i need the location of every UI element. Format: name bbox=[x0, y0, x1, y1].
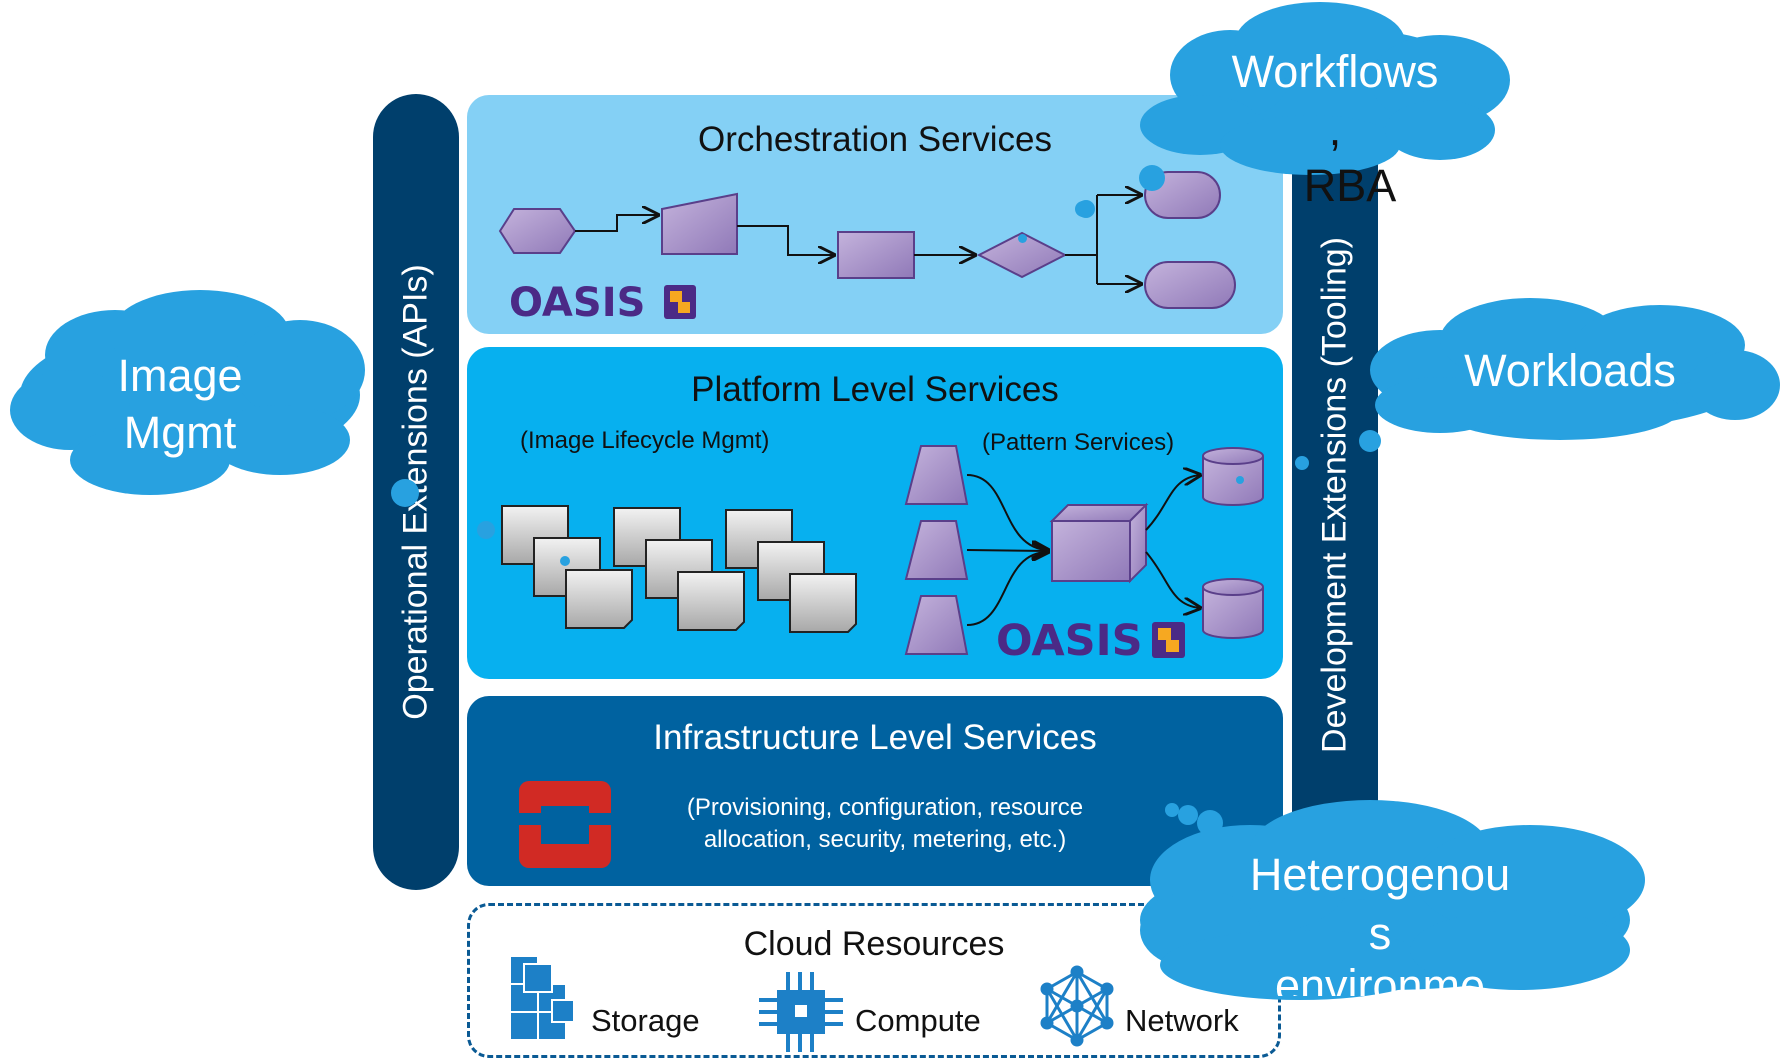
connector-dot bbox=[560, 556, 570, 566]
image-mgmt-line2: Mgmt bbox=[123, 407, 237, 458]
heterogeneous-cloud bbox=[1140, 800, 1645, 1000]
heterogeneous-line2: s bbox=[1368, 908, 1392, 959]
network-icon bbox=[1040, 965, 1114, 1047]
workflows-line1: Workflows bbox=[1231, 46, 1439, 97]
connector-dot bbox=[1018, 234, 1027, 243]
network-label: Network bbox=[1125, 1003, 1239, 1038]
storage-icon bbox=[509, 955, 575, 1041]
heterogeneous-line1: Heterogenou bbox=[1249, 849, 1511, 900]
workflows-line2: , bbox=[1328, 104, 1342, 155]
workloads-line1: Workloads bbox=[1464, 345, 1676, 396]
workflows-line3: RBA bbox=[1303, 160, 1397, 211]
infrastructure-desc-line2: allocation, security, metering, etc.) bbox=[703, 826, 1067, 853]
connector-dot bbox=[1236, 476, 1244, 484]
end-pill-bottom bbox=[1144, 261, 1236, 309]
workloads-cloud bbox=[1370, 298, 1780, 440]
infrastructure-desc-line1: (Provisioning, configuration, resource bbox=[686, 794, 1084, 821]
image-mgmt-cloud bbox=[10, 290, 365, 495]
storage-label: Storage bbox=[591, 1003, 700, 1038]
image-mgmt-line1: Image bbox=[117, 350, 243, 401]
manual-task-shape bbox=[661, 192, 738, 255]
orchestration-title: Orchestration Services bbox=[697, 120, 1053, 159]
connector-dot bbox=[1077, 200, 1095, 218]
infrastructure-title: Infrastructure Level Services bbox=[653, 718, 1097, 757]
svg-text:OASIS: OASIS bbox=[996, 616, 1143, 666]
openstack-logo bbox=[519, 781, 611, 868]
pattern-services-label: (Pattern Services) bbox=[982, 429, 1175, 456]
heterogeneous-line3: environme bbox=[1274, 960, 1486, 996]
image-lifecycle-label: (Image Lifecycle Mgmt) bbox=[520, 427, 770, 454]
cloud-resources-title: Cloud Resources bbox=[743, 925, 1005, 963]
platform-title: Platform Level Services bbox=[691, 370, 1059, 409]
development-extensions-bar bbox=[1292, 120, 1378, 890]
compute-label: Compute bbox=[855, 1003, 981, 1038]
oasis-logo-platform: OASIS bbox=[996, 616, 1185, 666]
pattern-services-graphic bbox=[904, 445, 1264, 655]
svg-text:OASIS: OASIS bbox=[509, 280, 645, 326]
workflows-cloud bbox=[1140, 2, 1510, 175]
image-documents bbox=[501, 505, 857, 633]
compute-icon bbox=[759, 972, 843, 1052]
oasis-logo-orchestration: OASIS bbox=[509, 280, 696, 326]
orchestration-flow bbox=[498, 171, 1236, 309]
